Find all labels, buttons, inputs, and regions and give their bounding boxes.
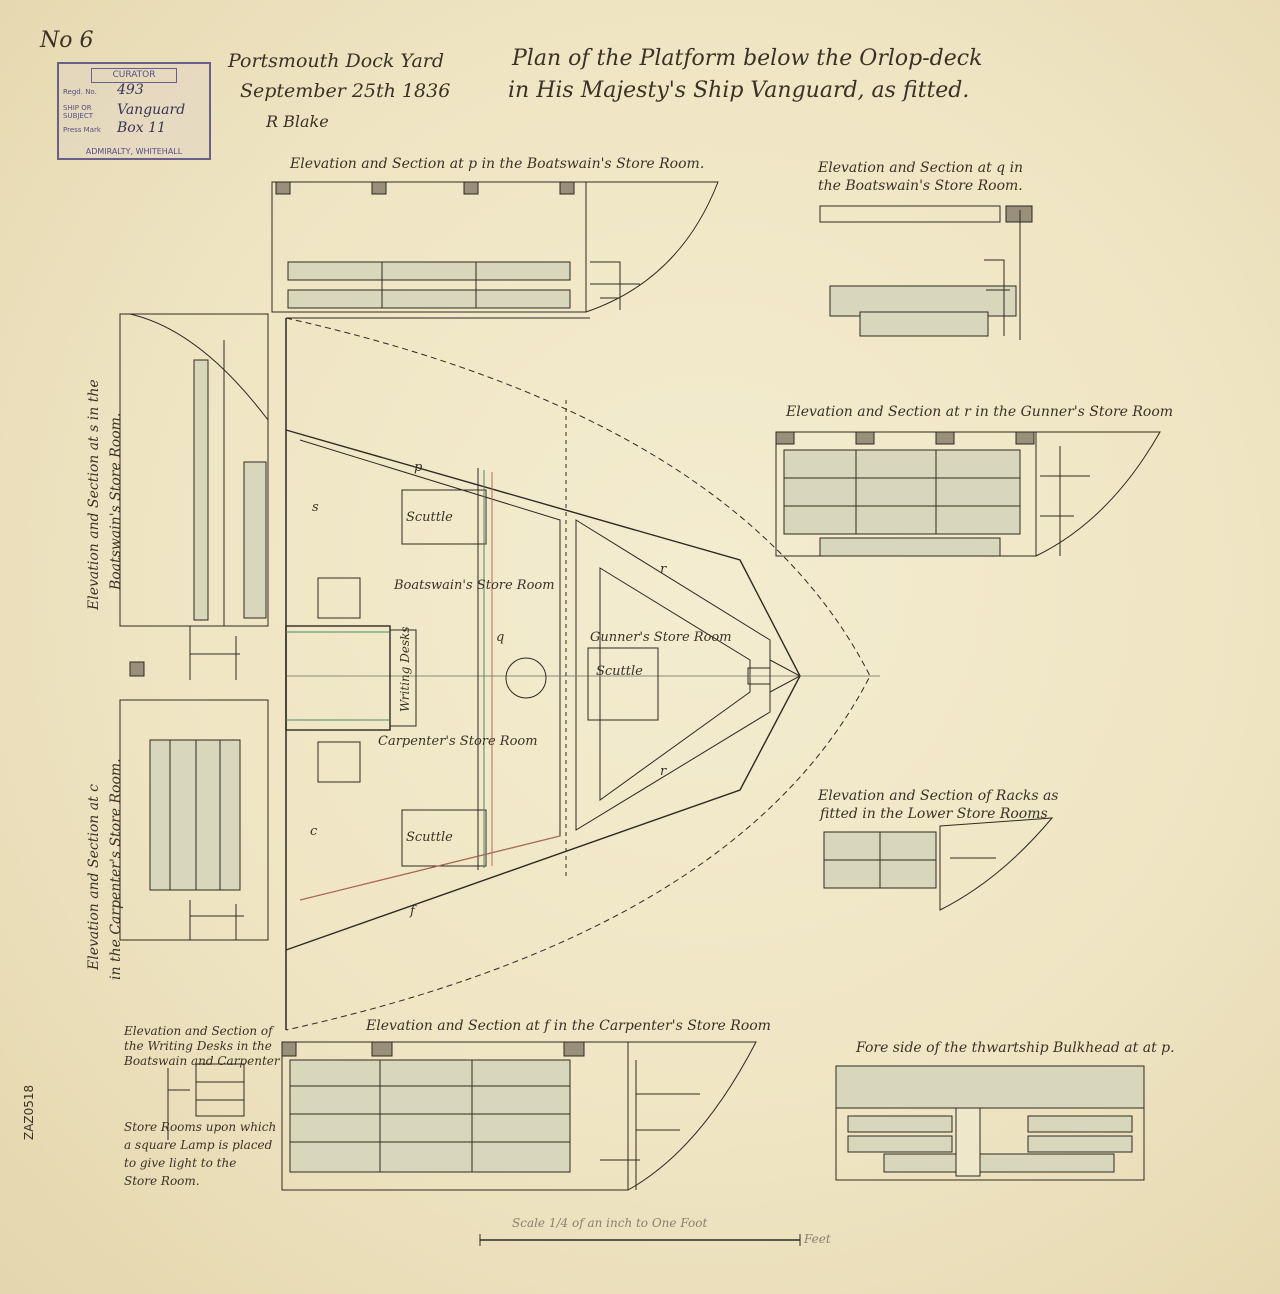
- caption-elevation-f: Elevation and Section at f in the Carpen…: [366, 1018, 771, 1034]
- drawing-date: September 25th 1836: [240, 80, 451, 102]
- caption-elevation-r: Elevation and Section at r in the Gunner…: [786, 404, 1174, 420]
- stamp-press-label: Press Mark: [63, 126, 101, 134]
- stamp-press-value: Box 11: [117, 120, 166, 136]
- scale-caption: Scale 1/4 of an inch to One Foot: [512, 1216, 708, 1230]
- caption-desks-3: Boatswain and Carpenter: [124, 1054, 280, 1068]
- drawing-title-line1: Plan of the Platform below the Orlop-dec…: [512, 46, 983, 71]
- label-section-r-upper: r: [660, 562, 667, 577]
- caption-elevation-q-1: Elevation and Section at q in: [818, 160, 1024, 176]
- label-carpenter-store-room: Carpenter's Store Room: [378, 734, 538, 749]
- stamp-regd-label: Regd. No.: [63, 88, 97, 96]
- label-scuttle-carpenter: Scuttle: [406, 830, 453, 845]
- stamp-regd-value: 493: [117, 82, 144, 98]
- stamp-heading: CURATOR: [91, 68, 177, 83]
- caption-bulkhead: Fore side of the thwartship Bulkhead at …: [856, 1040, 1175, 1056]
- stamp-ship-value: Vanguard: [117, 102, 186, 118]
- caption-elevation-s-2: Boatswain's Store Room.: [108, 412, 124, 590]
- label-section-c: c: [310, 824, 318, 839]
- caption-elevation-c-1: Elevation and Section at c: [86, 784, 102, 970]
- side-identifier: ZAZ0518: [22, 1084, 36, 1140]
- label-boatswain-store-room: Boatswain's Store Room: [394, 578, 555, 593]
- sheet-number: No 6: [40, 28, 94, 53]
- caption-racks-2: fitted in the Lower Store Rooms: [820, 806, 1048, 822]
- caption-lamp-2: a square Lamp is placed: [124, 1138, 273, 1152]
- label-section-s: s: [312, 500, 319, 515]
- yard-name: Portsmouth Dock Yard: [228, 50, 445, 72]
- stamp-footer: ADMIRALTY, WHITEHALL: [85, 147, 183, 156]
- label-scuttle-gunner: Scuttle: [596, 664, 643, 679]
- caption-racks-1: Elevation and Section of Racks as: [818, 788, 1059, 804]
- signature: R Blake: [266, 112, 329, 131]
- caption-desks-2: the Writing Desks in the: [124, 1039, 272, 1053]
- drawing-title-line2: in His Majesty's Ship Vanguard, as fitte…: [508, 78, 970, 103]
- label-section-q: q: [496, 630, 505, 645]
- label-section-p: p: [414, 460, 423, 475]
- caption-desks-1: Elevation and Section of: [124, 1024, 273, 1038]
- label-writing-desks: Writing Desks: [398, 626, 412, 712]
- curator-stamp: CURATOR Regd. No. 493 SHIP OR SUBJECT Va…: [57, 62, 211, 160]
- caption-lamp-1: Store Rooms upon which: [124, 1120, 277, 1134]
- elevation-p-frame: [271, 181, 587, 313]
- label-gunner-store-room: Gunner's Store Room: [590, 630, 732, 645]
- caption-elevation-c-2: in the Carpenter's Store Room.: [108, 758, 124, 980]
- caption-elevation-q-2: the Boatswain's Store Room.: [818, 178, 1023, 194]
- caption-lamp-4: Store Room.: [124, 1174, 200, 1188]
- stamp-ship-label: SHIP OR SUBJECT: [63, 104, 94, 120]
- label-scuttle-boatswain: Scuttle: [406, 510, 453, 525]
- label-section-r-lower: r: [660, 764, 667, 779]
- scale-unit: Feet: [804, 1232, 831, 1246]
- caption-elevation-s-1: Elevation and Section at s in the: [86, 379, 102, 610]
- caption-lamp-3: to give light to the: [124, 1156, 237, 1170]
- label-section-f: f: [410, 904, 415, 919]
- caption-elevation-p: Elevation and Section at p in the Boatsw…: [290, 156, 705, 172]
